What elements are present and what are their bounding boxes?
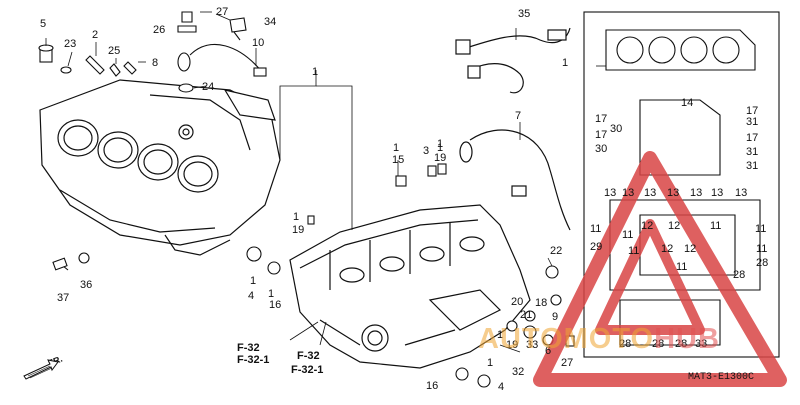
callout-number: 22 (550, 245, 563, 257)
callout-number: 13 (711, 187, 724, 199)
callout-number: 13 (690, 187, 703, 199)
callout-number: 33 (526, 339, 539, 351)
callout-number: 25 (108, 45, 121, 57)
callout-number: 14 (681, 97, 694, 109)
callout-number: 13 (622, 187, 635, 199)
callout-number: 27 (561, 357, 574, 369)
figure-reference: F-32-1 (291, 364, 324, 376)
callout-number: 28 (756, 257, 769, 269)
figure-reference: F-32-1 (237, 354, 270, 366)
callout-number: 13 (604, 187, 617, 199)
leader-lines (45, 11, 606, 353)
watermark-part-a: AUTOMOTO (478, 323, 655, 355)
callout-number: 17 (746, 132, 759, 144)
callout-number: 1 (393, 142, 400, 154)
small-parts (38, 11, 575, 388)
front-arrow-icon (23, 359, 59, 380)
callout-number: 4 (248, 290, 255, 302)
callout-number: 13 (644, 187, 657, 199)
callout-number: 31 (746, 160, 759, 172)
callout-number: 19 (434, 152, 447, 164)
callout-number: 26 (153, 24, 166, 36)
callout-number: 7 (515, 110, 522, 122)
callout-number: 11 (755, 223, 767, 235)
callout-number: 13 (667, 187, 680, 199)
callout-number: 11 (622, 229, 634, 241)
callout-number: 1 (487, 357, 494, 369)
callout-number: 16 (269, 299, 282, 311)
callout-number: 31 (746, 146, 759, 158)
figure-reference: F-32 (237, 342, 260, 354)
upper-crankcase (39, 79, 281, 256)
callout-number: 20 (511, 296, 524, 308)
callout-number: 11 (756, 243, 768, 255)
callout-number: 19 (292, 224, 305, 236)
callout-number: 31 (746, 116, 759, 128)
callout-number: 12 (684, 243, 697, 255)
callout-number: 2 (92, 29, 99, 41)
callout-number: 1 (250, 275, 257, 287)
callout-number: 15 (392, 154, 405, 166)
callout-number: 32 (512, 366, 525, 378)
figure-reference: F-32 (297, 350, 320, 362)
callout-number: 34 (264, 16, 277, 28)
callout-number: 1 (562, 57, 569, 69)
watermark-triangle (533, 151, 787, 387)
callout-number: 16 (426, 380, 439, 392)
callout-number: 21 (520, 309, 533, 321)
callout-number: 19 (506, 339, 519, 351)
callout-number: 23 (64, 38, 77, 50)
callout-number: 37 (57, 292, 70, 304)
callout-number: 5 (40, 18, 47, 30)
callout-number: 10 (252, 37, 265, 49)
callout-number: 1 (268, 288, 275, 300)
callout-number: 27 (216, 6, 229, 18)
callout-number: 1 (437, 138, 444, 150)
callout-number: 28 (652, 338, 665, 350)
callout-number: 36 (80, 279, 93, 291)
callout-number: 17 (595, 113, 608, 125)
callout-number: 1 (312, 66, 319, 78)
watermark-part-b: HUB (654, 323, 720, 355)
callout-number: 18 (535, 297, 548, 309)
callout-number: 11 (590, 223, 602, 235)
callout-number: 17 (595, 129, 608, 141)
wire-harness (455, 27, 571, 231)
callout-number: 28 (733, 269, 746, 281)
callout-number: 17 (746, 105, 759, 117)
callout-number: 1 (497, 329, 504, 341)
callout-number: 11 (628, 245, 640, 257)
callout-number: 1 (437, 142, 444, 154)
watermark-text: AUTOMOTOHUB (478, 323, 720, 356)
callout-number: 11 (676, 261, 688, 273)
callout-number: 11 (710, 220, 722, 232)
callout-number: 12 (668, 220, 681, 232)
callout-number: 30 (595, 143, 608, 155)
callout-number: 35 (518, 8, 531, 20)
callout-number: 24 (202, 81, 215, 93)
callout-number: 13 (735, 187, 748, 199)
callout-number: 30 (610, 123, 623, 135)
callout-number: 9 (552, 311, 559, 323)
callout-number: 28 (619, 338, 632, 350)
callout-number: 4 (498, 381, 505, 393)
callout-number: 12 (641, 220, 654, 232)
callout-number: 12 (661, 243, 674, 255)
callout-number: 1 (293, 211, 300, 223)
callout-number: 8 (152, 57, 159, 69)
callout-number: 3 (423, 145, 430, 157)
callout-number: 6 (545, 345, 552, 357)
callout-number: 28 (675, 338, 688, 350)
lower-crankcase (289, 204, 531, 369)
callout-number: 33 (695, 338, 708, 350)
drawing-code: MAT3-E1300C (688, 372, 755, 383)
callout-number: 29 (590, 241, 603, 253)
